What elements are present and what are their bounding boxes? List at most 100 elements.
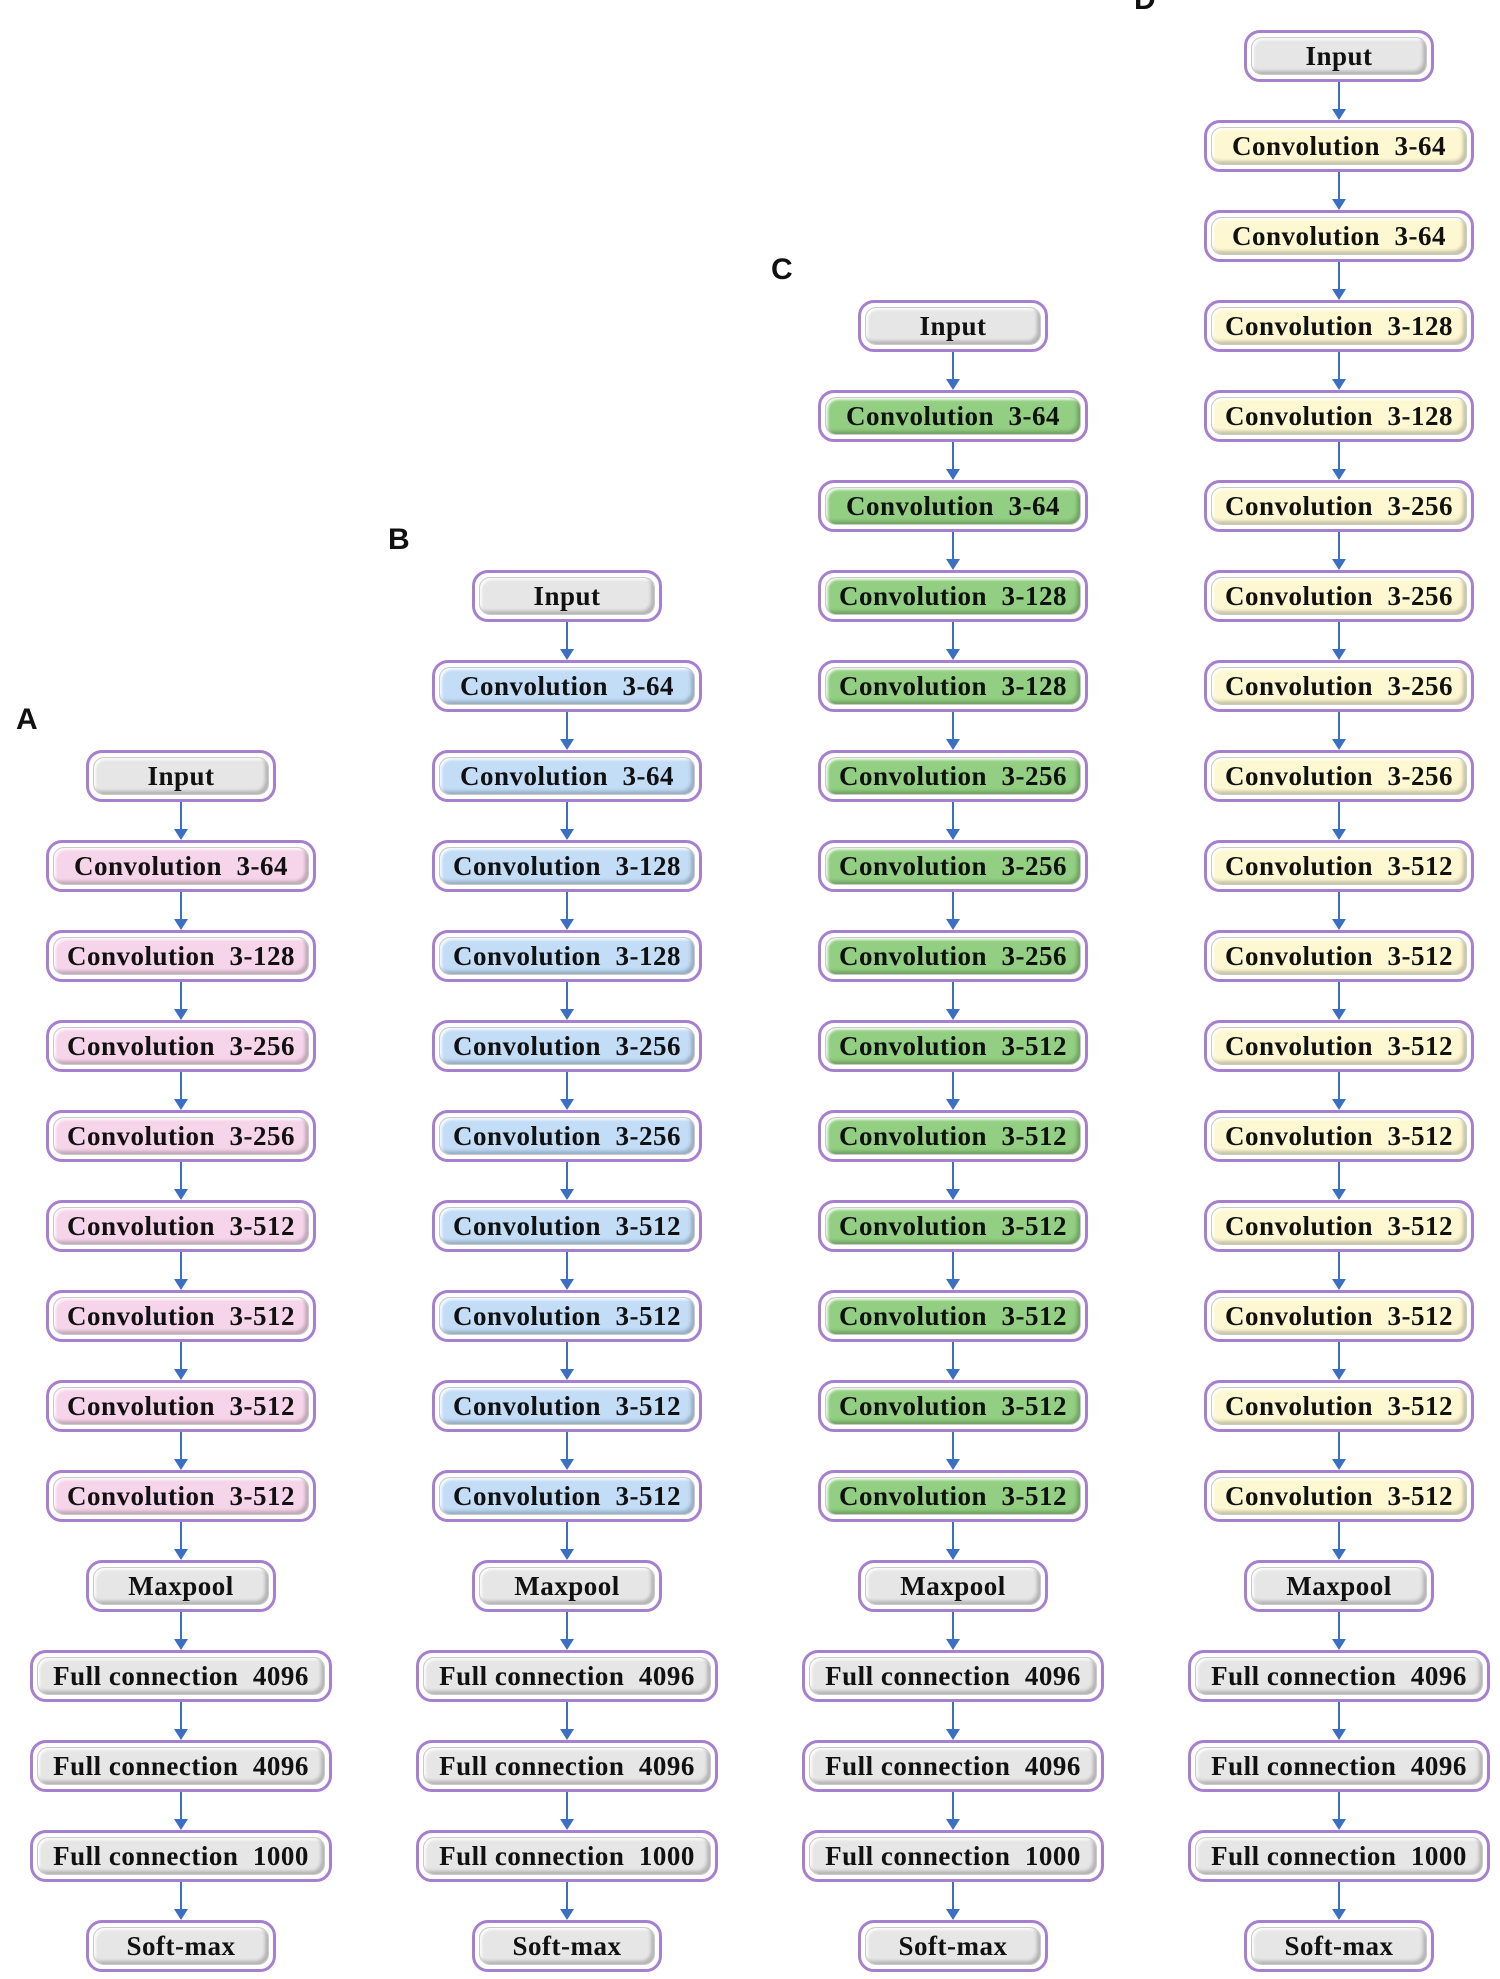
layer-node-convolution-3-128: Convolution 3-128 (1204, 390, 1474, 442)
layer-node-label: Convolution 3-512 (1211, 1207, 1467, 1245)
layer-node-convolution-3-512: Convolution 3-512 (818, 1290, 1088, 1342)
layer-node-label: Convolution 3-128 (53, 937, 309, 975)
layer-node-label: Convolution 3-256 (1211, 757, 1467, 795)
layer-node-label: Convolution 3-256 (825, 937, 1081, 975)
layer-node-label: Convolution 3-512 (1211, 937, 1467, 975)
layer-node-input: Input (86, 750, 276, 802)
flow-arrow (560, 1522, 574, 1560)
panel-label-c: C (771, 253, 793, 286)
flow-arrow (560, 712, 574, 750)
layer-node-maxpool: Maxpool (1244, 1560, 1434, 1612)
layer-node-full-connection-1000: Full connection 1000 (802, 1830, 1104, 1882)
layer-node-label: Convolution 3-128 (1211, 397, 1467, 435)
layer-node-convolution-3-512: Convolution 3-512 (818, 1200, 1088, 1252)
layer-node-maxpool: Maxpool (858, 1560, 1048, 1612)
layer-node-convolution-3-64: Convolution 3-64 (1204, 120, 1474, 172)
layer-node-label: Convolution 3-512 (825, 1117, 1081, 1155)
flow-arrow (560, 1252, 574, 1290)
layer-node-label: Full connection 4096 (37, 1657, 325, 1695)
flow-arrow (946, 802, 960, 840)
layer-node-label: Convolution 3-256 (1211, 577, 1467, 615)
flow-arrow (560, 892, 574, 930)
flow-arrow (1332, 1432, 1346, 1470)
flow-arrow (174, 1612, 188, 1650)
layer-node-label: Convolution 3-512 (825, 1207, 1081, 1245)
flow-arrow (560, 982, 574, 1020)
layer-node-label: Soft-max (479, 1927, 655, 1965)
layer-node-convolution-3-512: Convolution 3-512 (818, 1020, 1088, 1072)
flow-arrow (1332, 352, 1346, 390)
layer-node-label: Soft-max (93, 1927, 269, 1965)
layer-node-full-connection-4096: Full connection 4096 (802, 1650, 1104, 1702)
flow-arrow (1332, 1882, 1346, 1920)
layer-node-label: Full connection 1000 (37, 1837, 325, 1875)
flow-arrow (560, 622, 574, 660)
layer-node-convolution-3-512: Convolution 3-512 (432, 1290, 702, 1342)
layer-node-label: Full connection 4096 (37, 1747, 325, 1785)
layer-node-convolution-3-512: Convolution 3-512 (432, 1200, 702, 1252)
flow-arrow (946, 352, 960, 390)
flow-arrow (946, 1612, 960, 1650)
layer-node-label: Convolution 3-256 (1211, 487, 1467, 525)
layer-node-convolution-3-256: Convolution 3-256 (818, 930, 1088, 982)
layer-node-convolution-3-128: Convolution 3-128 (818, 570, 1088, 622)
layer-node-convolution-3-512: Convolution 3-512 (46, 1470, 316, 1522)
flow-arrow (946, 1342, 960, 1380)
layer-node-label: Convolution 3-512 (439, 1207, 695, 1245)
layer-node-label: Input (1251, 37, 1427, 75)
layer-node-full-connection-4096: Full connection 4096 (416, 1740, 718, 1792)
flow-arrow (560, 1882, 574, 1920)
flow-arrow (1332, 1252, 1346, 1290)
flow-arrow (1332, 1702, 1346, 1740)
flow-arrow (1332, 1072, 1346, 1110)
flow-arrow (946, 1702, 960, 1740)
layer-node-label: Convolution 3-512 (1211, 1297, 1467, 1335)
layer-node-label: Convolution 3-256 (825, 847, 1081, 885)
layer-node-convolution-3-256: Convolution 3-256 (1204, 570, 1474, 622)
layer-node-label: Full connection 4096 (423, 1657, 711, 1695)
layer-node-soft-max: Soft-max (1244, 1920, 1434, 1972)
layer-node-convolution-3-128: Convolution 3-128 (432, 840, 702, 892)
layer-node-full-connection-4096: Full connection 4096 (1188, 1650, 1490, 1702)
layer-node-label: Convolution 3-512 (439, 1477, 695, 1515)
layer-node-full-connection-4096: Full connection 4096 (30, 1740, 332, 1792)
flow-arrow (946, 532, 960, 570)
flow-arrow (1332, 892, 1346, 930)
flow-arrow (1332, 802, 1346, 840)
layer-node-convolution-3-64: Convolution 3-64 (818, 480, 1088, 532)
flow-arrow (946, 1072, 960, 1110)
layer-node-label: Convolution 3-512 (1211, 847, 1467, 885)
flow-arrow (560, 1432, 574, 1470)
layer-node-convolution-3-256: Convolution 3-256 (1204, 480, 1474, 532)
flow-arrow (560, 1072, 574, 1110)
flow-arrow (174, 1882, 188, 1920)
layer-node-convolution-3-256: Convolution 3-256 (818, 840, 1088, 892)
layer-node-input: Input (858, 300, 1048, 352)
layer-node-convolution-3-64: Convolution 3-64 (46, 840, 316, 892)
layer-node-label: Convolution 3-256 (53, 1117, 309, 1155)
flow-arrow (174, 1072, 188, 1110)
layer-node-convolution-3-256: Convolution 3-256 (432, 1020, 702, 1072)
layer-node-label: Input (479, 577, 655, 615)
flow-arrow (1332, 1522, 1346, 1560)
layer-node-label: Convolution 3-128 (825, 667, 1081, 705)
layer-node-label: Convolution 3-64 (1211, 217, 1467, 255)
flow-arrow (946, 1432, 960, 1470)
layer-node-convolution-3-512: Convolution 3-512 (432, 1380, 702, 1432)
layer-node-label: Convolution 3-128 (1211, 307, 1467, 345)
layer-node-label: Full connection 4096 (809, 1747, 1097, 1785)
flow-arrow (1332, 982, 1346, 1020)
layer-node-label: Convolution 3-512 (825, 1297, 1081, 1335)
flow-arrow (1332, 1612, 1346, 1650)
layer-node-soft-max: Soft-max (472, 1920, 662, 1972)
layer-node-maxpool: Maxpool (86, 1560, 276, 1612)
panel-label-a: A (16, 703, 38, 736)
layer-node-label: Convolution 3-256 (439, 1117, 695, 1155)
layer-node-label: Convolution 3-512 (825, 1387, 1081, 1425)
flow-arrow (946, 1522, 960, 1560)
layer-node-label: Convolution 3-512 (1211, 1387, 1467, 1425)
flow-arrow (1332, 262, 1346, 300)
layer-node-label: Convolution 3-128 (439, 937, 695, 975)
layer-node-label: Maxpool (1251, 1567, 1427, 1605)
